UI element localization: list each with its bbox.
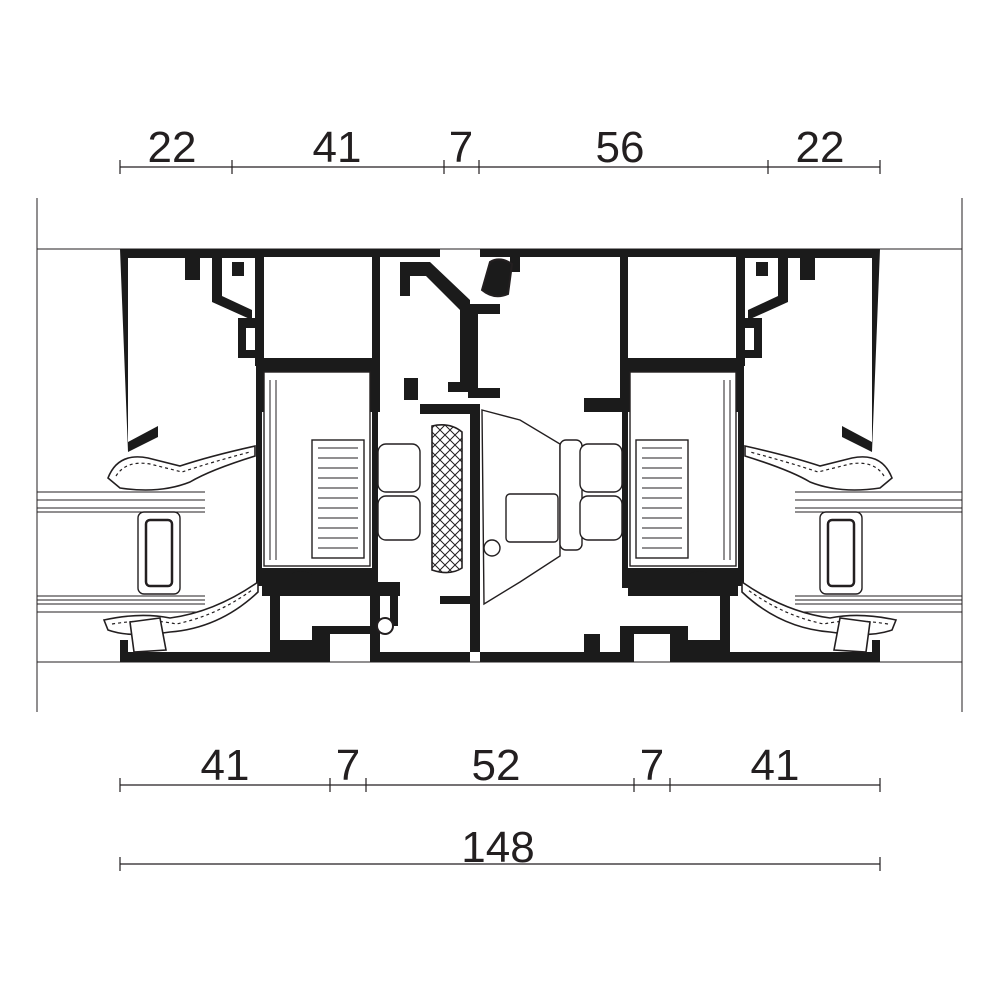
top-dimension-1: 22	[148, 123, 197, 172]
central-insulator	[481, 409, 583, 606]
glazing-left	[37, 491, 205, 613]
overall-dimension: 148	[119, 823, 881, 872]
central-interlock-profile	[370, 249, 634, 662]
bottom-dimension-2: 7	[336, 741, 360, 790]
top-dimension-chain: 22 41 7 56 22	[119, 123, 881, 174]
bottom-dimension-4: 7	[640, 741, 664, 790]
top-dimension-ticks	[119, 160, 881, 174]
top-dimension-5: 22	[796, 123, 845, 172]
top-dimension-4: 56	[596, 123, 645, 172]
overall-dimension-label: 148	[461, 823, 534, 872]
bottom-dimension-ticks	[119, 778, 881, 792]
central-hatched-bar	[431, 424, 463, 574]
bottom-dimension-3: 52	[472, 741, 521, 790]
left-gaskets	[102, 445, 259, 653]
top-dimension-2: 41	[313, 123, 362, 172]
right-gaskets	[741, 445, 898, 653]
left-thermal-break	[263, 371, 421, 567]
right-thermal-break	[579, 371, 737, 567]
bottom-dimension-1: 41	[201, 741, 250, 790]
top-dimension-3: 7	[449, 123, 473, 172]
glazing-right	[795, 491, 962, 613]
bottom-dimension-chain: 41 7 52 7 41	[119, 741, 881, 792]
bottom-dimension-5: 41	[751, 741, 800, 790]
